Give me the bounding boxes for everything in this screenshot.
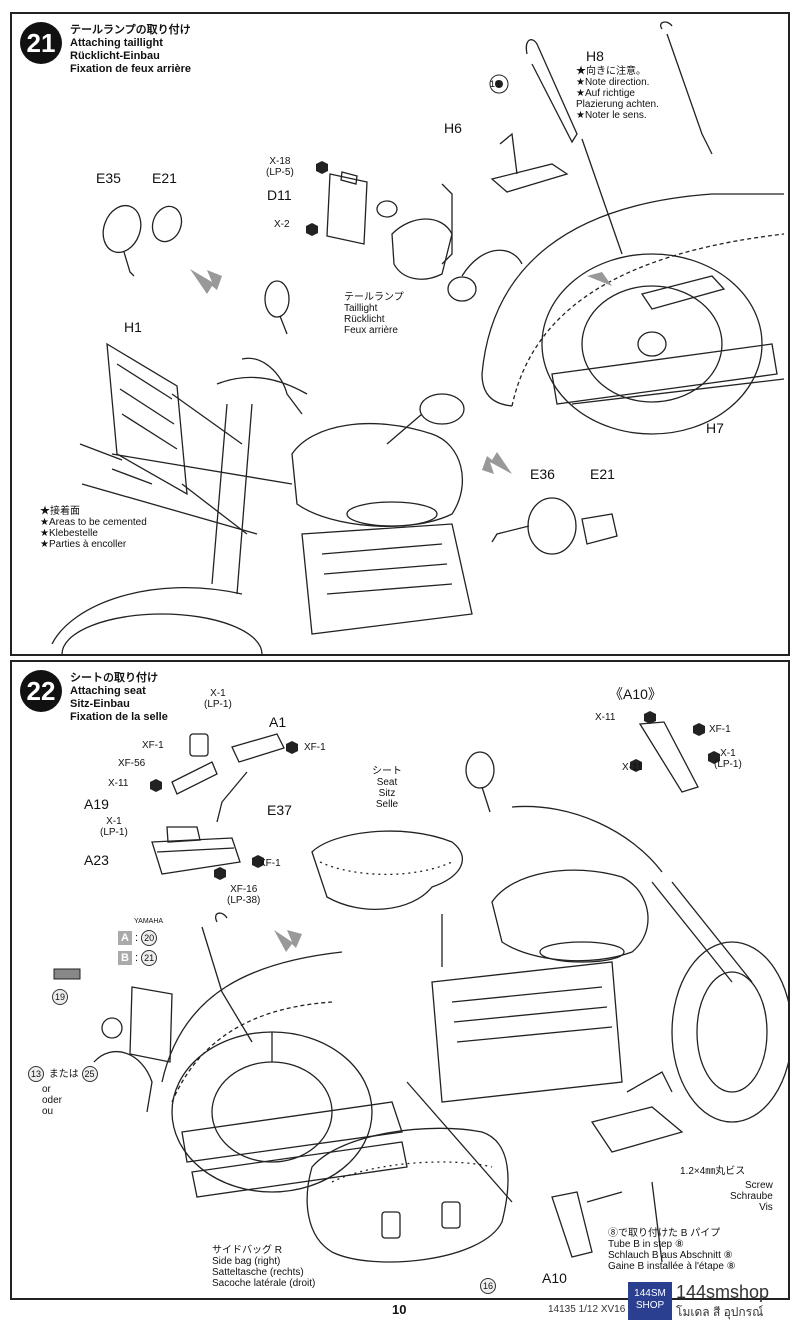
label-x11-a: X-11 (595, 712, 616, 723)
step-22-panel: 22 シートの取り付け Attaching seat Sitz-Einbau F… (10, 660, 790, 1300)
note-direction: ★向きに注意。 ★Note direction. ★Auf richtige P… (576, 66, 659, 121)
footer-code: 14135 1/12 XV16 (548, 1304, 626, 1315)
step-21-illustration (51, 21, 785, 654)
label-x1-mid: X-1 (LP-1) (100, 816, 128, 838)
label-x11: X-11 (108, 778, 129, 789)
or-text: or oder ou (42, 1084, 63, 1117)
label-e21: E21 (152, 170, 177, 186)
label-taillight: テールランプ Taillight Rücklicht Feux arrière (344, 292, 404, 336)
label-xf1-d: XF-1 (709, 724, 731, 735)
label-h8: H8 (586, 48, 604, 64)
label-x18: X-18 (LP-5) (266, 156, 294, 178)
title-de: Rücklicht-Einbau (70, 50, 160, 62)
label-xf56: XF-56 (118, 758, 146, 769)
label-e35: E35 (96, 170, 121, 186)
shop-tagline: โมเดล สี อุปกรณ์ (676, 1305, 764, 1319)
title-en: Attaching seat (70, 685, 146, 697)
label-yamaha: YAMAHA (134, 918, 164, 925)
cement-note: ★接着面 ★Areas to be cemented ★Klebestelle … (40, 506, 147, 550)
label-screw-size: 1.2×4㎜丸ビス (680, 1166, 746, 1177)
variant-b: B: 21 (118, 950, 159, 966)
label-d11: D11 (267, 187, 292, 203)
variant-a: A: 20 (118, 930, 159, 946)
title-en: Attaching taillight (70, 37, 163, 49)
title-fr: Fixation de feux arrière (70, 63, 192, 75)
step-title: シートの取り付け Attaching seat Sitz-Einbau Fixa… (70, 672, 168, 724)
label-side-bag: サイドバッグ R Side bag (right) Satteltasche (… (212, 1245, 316, 1289)
label-xf1-b: XF-1 (142, 740, 164, 751)
label-h1: H1 (124, 319, 142, 335)
step-22-illustration (53, 711, 788, 1263)
shop-watermark: 144SM SHOP 144smshop โมเดล สี อุปกรณ์ (628, 1282, 796, 1322)
label-x1-right: X-1 (LP-1) (714, 748, 742, 770)
label-a10-detail: 《A10》 (609, 686, 662, 702)
tube-note: ⑧で取り付けた B パイプ Tube B in step ⑧ Schlauch … (608, 1228, 736, 1272)
step-number: 22 (20, 670, 62, 712)
ref-16: 16 (480, 1278, 498, 1294)
step-number: 21 (20, 22, 62, 64)
label-e21-b: E21 (590, 466, 615, 482)
shop-name: 144smshop (676, 1282, 770, 1302)
step-21-panel: 21 テールランプの取り付け Attaching taillight Rückl… (10, 12, 790, 656)
label-e36: E36 (530, 466, 555, 482)
label-screw: Screw Schraube Vis (730, 1180, 773, 1213)
label-e37: E37 (267, 802, 292, 818)
shop-logo: 144SM SHOP (628, 1282, 672, 1320)
label-x11-b: X-11 (622, 762, 643, 773)
title-fr: Fixation de la selle (70, 711, 168, 723)
label-seat: シート Seat Sitz Selle (372, 766, 402, 810)
title-jp: シートの取り付け (70, 672, 158, 684)
label-x1-top: X-1 (LP-1) (204, 688, 232, 710)
label-xf16: XF-16 (LP-38) (227, 884, 261, 906)
title-jp: テールランプの取り付け (70, 24, 191, 36)
ref-13-or-25: 13 または 25 (28, 1066, 100, 1082)
label-a23: A23 (84, 852, 109, 868)
label-a1: A1 (269, 714, 287, 730)
label-a19: A19 (84, 796, 109, 812)
label-h7: H7 (706, 420, 724, 436)
page-number: 10 (392, 1302, 407, 1317)
label-xf1-a: XF-1 (304, 742, 326, 753)
ref-18: 18 (490, 79, 501, 89)
label-x2: X-2 (274, 219, 290, 230)
label-xf1-c: XF-1 (259, 858, 281, 869)
label-h6: H6 (444, 120, 462, 136)
step-title: テールランプの取り付け Attaching taillight Rücklich… (70, 24, 191, 76)
label-a10: A10 (542, 1270, 567, 1286)
ref-19: 19 (52, 989, 70, 1005)
title-de: Sitz-Einbau (70, 698, 130, 710)
